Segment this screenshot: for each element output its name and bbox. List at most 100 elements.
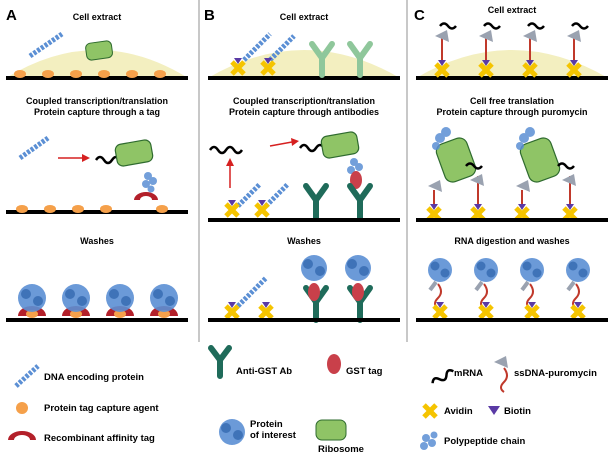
captured-protein [345,255,373,323]
biotin [228,302,236,308]
legend-polypeptide-label: Polypeptide chain [444,436,526,447]
capture-agent-dot [70,70,82,78]
capture-agent-dot [98,70,110,78]
legend: DNA encoding protein Protein tag capture… [0,342,612,465]
captured-protein [428,258,452,320]
antibody [347,183,373,221]
surface [208,318,400,322]
captured-protein [301,255,329,323]
panel-divider [198,0,200,342]
affinity-tag-icon [8,431,36,440]
biotin-icon [488,406,500,415]
panel-divider [406,0,408,342]
mrna [298,143,326,153]
avidin [224,202,240,218]
dna-strand [236,182,262,208]
section-title: Cell extract [487,5,537,15]
biotin [264,58,272,64]
panel-label: B [204,7,215,24]
avidin-icon [422,403,438,419]
mrna-icon [431,368,454,384]
capture-agents [16,205,168,213]
surface [416,318,608,322]
capture-agent-dot [42,70,54,78]
captured-protein [18,284,46,318]
section-title: Washes [287,236,321,246]
ribosome-icon [315,419,347,441]
surface [6,210,188,214]
protein-icon [219,419,245,445]
capture-agent-dot [156,205,168,213]
antibody [347,41,373,78]
panel-c-scene [416,22,608,322]
red-arrow [226,158,234,188]
capture-agent-icon [16,402,28,414]
dna-strand [242,32,272,62]
legend-anti-gst-label: Anti-GST Ab [236,366,293,377]
panel-b-scene [208,32,400,323]
legend-gst-label: GST tag [346,366,383,377]
mrna [208,145,244,155]
surface [6,76,188,80]
section-title: RNA digestion and washes [454,236,570,246]
dna-icon [14,364,40,388]
panel-c: C [412,0,612,342]
captured-proteins [428,258,590,320]
captured-protein [106,284,134,318]
ribosome [114,139,154,167]
affinity-tag [134,192,158,200]
section-title: Cell extract [72,12,122,22]
antibody [309,41,335,78]
surface [416,218,608,222]
ribosome [85,40,113,61]
panel-a-scene [6,31,188,322]
biotin [234,58,242,64]
captured-protein [566,258,590,320]
capture-agent-dot [16,205,28,213]
cell-extract-dome [208,50,400,78]
dna-strand [236,276,268,308]
captured-protein [474,258,498,320]
surface [208,76,400,80]
section-title: Cell extract [279,12,329,22]
captured-proteins [18,284,178,318]
biotin [258,200,266,206]
legend-avidin-label: Avidin [444,406,473,417]
ribosome [320,131,360,159]
translating-complex [514,127,561,222]
biotin [262,302,270,308]
dna-strand [268,34,296,62]
dna-strand [18,135,50,161]
red-arrow [58,154,90,162]
polypeptide-chain [142,172,157,193]
surface [416,76,608,80]
panel-a: A [0,0,194,342]
panel-b: B [204,0,404,342]
capture-agent-dot [100,205,112,213]
avidin [258,304,274,320]
legend-ssdna-label: ssDNA-puromycin [514,368,597,379]
legend-ribosome-label: Ribosome [318,444,364,455]
legend-mrna-label: mRNA [454,368,484,379]
dna-strand [264,182,290,208]
dna-strand [28,31,64,59]
antibody-icon [208,345,232,379]
capture-agent-dot [72,205,84,213]
capture-agent-dot [126,70,138,78]
translating-complex [426,127,477,222]
section-title: Washes [80,236,114,246]
legend-capture-agent-label: Protein tag capture agent [44,403,159,414]
cell-extract-dome [416,50,608,78]
avidin [260,60,276,76]
capture-agent-dot [14,70,26,78]
legend-dna-label: DNA encoding protein [44,372,144,383]
puromycin-construct [557,162,578,222]
legend-affinity-tag-label: Recombinant affinity tag [44,433,155,444]
surface [208,218,400,222]
gst-tag-icon [327,354,341,374]
construct [566,22,589,78]
avidin [224,304,240,320]
